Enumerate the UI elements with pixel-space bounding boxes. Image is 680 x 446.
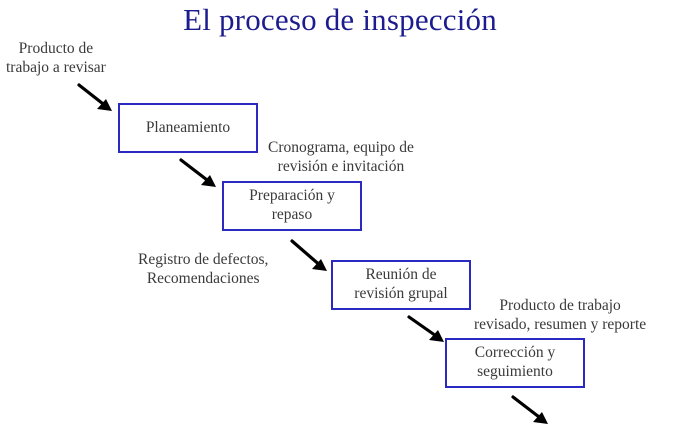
step-correccion-line-2: seguimiento bbox=[477, 363, 553, 380]
input-note: Producto de trabajo a revisar bbox=[6, 40, 106, 77]
planning-output-note: Cronograma, equipo de revisión e invitac… bbox=[268, 139, 414, 176]
planning-output-line-1: Cronograma, equipo de bbox=[268, 139, 414, 156]
step-correccion: Corrección y seguimiento bbox=[445, 338, 585, 388]
step-reunion-line-2: revisión grupal bbox=[354, 285, 448, 302]
arrowhead-2 bbox=[201, 175, 216, 187]
arrow-planning-to-preparation bbox=[179, 158, 213, 185]
preparation-output-note: Registro de defectos, Recomendaciones bbox=[138, 251, 268, 288]
step-preparacion: Preparación y repaso bbox=[222, 181, 362, 231]
arrowhead-5 bbox=[533, 412, 548, 424]
input-note-line-2: trabajo a revisar bbox=[6, 58, 106, 76]
preparation-output-line-2: Recomendaciones bbox=[146, 269, 260, 287]
arrowhead-1 bbox=[97, 99, 112, 111]
arrow-preparation-to-meeting bbox=[290, 239, 324, 269]
step-correccion-line-1: Corrección y bbox=[474, 344, 556, 362]
step-planeamiento: Planeamiento bbox=[118, 103, 258, 153]
meeting-output-note: Producto de trabajo revisado, resumen y … bbox=[474, 297, 646, 334]
preparation-output-line-1: Registro de defectos, bbox=[138, 251, 269, 268]
step-reunion: Reunión de revisión grupal bbox=[331, 260, 471, 310]
step-reunion-line-1: Reunión de bbox=[365, 266, 437, 284]
step-planeamiento-label: Planeamiento bbox=[145, 118, 231, 136]
arrowhead-3 bbox=[312, 259, 327, 271]
arrow-correction-out bbox=[511, 395, 545, 422]
meeting-output-line-1: Producto de trabajo bbox=[499, 297, 621, 314]
step-preparacion-line-1: Preparación y bbox=[249, 187, 335, 205]
meeting-output-line-2: revisado, resumen y reporte bbox=[474, 315, 647, 333]
planning-output-line-2: revisión e invitación bbox=[277, 157, 405, 175]
step-preparacion-line-2: repaso bbox=[271, 206, 313, 223]
arrowhead-4 bbox=[429, 330, 444, 342]
page-title: El proceso de inspección bbox=[183, 2, 497, 37]
input-note-line-1: Producto de bbox=[18, 40, 94, 57]
